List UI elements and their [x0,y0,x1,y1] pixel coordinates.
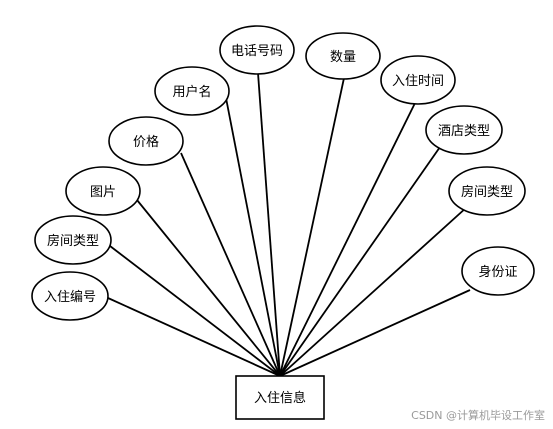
attr-price: 价格 [108,116,184,166]
attr-price-label: 价格 [133,134,159,150]
connector-phone [257,72,281,377]
attr-phone: 电话号码 [219,25,295,75]
attr-phone-ellipse [219,25,295,75]
connector-checkin-number [107,297,281,377]
attr-image-ellipse [65,166,141,216]
attr-room-type-right-ellipse [448,166,526,216]
attr-hotel-type: 酒店类型 [425,105,503,155]
attr-checkin-number-label: 入住编号 [44,290,96,305]
attr-image: 图片 [65,166,141,216]
attr-room-type-right: 房间类型 [448,166,526,216]
connector-price [180,152,281,377]
attr-room-type-right-label: 房间类型 [461,184,513,200]
connector-lines [107,72,471,377]
attr-username-label: 用户名 [172,84,211,100]
attr-checkin-time-ellipse [380,55,456,105]
attr-checkin-time-label: 入住时间 [392,74,444,89]
connector-id-card [279,289,471,377]
connector-username [225,97,281,377]
attr-image-label: 图片 [90,185,116,200]
attr-room-type-left-label: 房间类型 [47,233,99,249]
entity-label: 入住信息 [254,390,306,406]
watermark: CSDN @计算机毕设工作室 [411,409,545,422]
attr-room-type-left-ellipse [34,215,112,265]
entity-checkin-info: 入住信息 [235,375,325,420]
attr-hotel-type-ellipse [425,105,503,155]
attr-quantity-label: 数量 [330,50,356,65]
attr-username: 用户名 [154,66,230,116]
connector-checkin-time [279,96,419,377]
attr-checkin-number-ellipse [31,271,109,321]
attr-checkin-number: 入住编号 [31,271,109,321]
attr-username-ellipse [154,66,230,116]
connector-room-type-left [109,245,281,377]
attr-checkin-time: 入住时间 [380,55,456,105]
attr-price-ellipse [108,116,184,166]
attr-id-card-ellipse [461,246,535,296]
connector-image [136,199,281,377]
attr-quantity-ellipse [305,32,381,80]
attr-room-type-left: 房间类型 [34,215,112,265]
connector-room-type-right [279,206,468,377]
connector-quantity [279,77,345,377]
attr-id-card: 身份证 [461,246,535,296]
entity-box [235,375,325,420]
connector-hotel-type [279,146,441,377]
attr-id-card-label: 身份证 [478,264,517,280]
attr-quantity: 数量 [305,32,381,80]
attr-phone-label: 电话号码 [231,44,283,59]
attr-hotel-type-label: 酒店类型 [438,124,490,139]
